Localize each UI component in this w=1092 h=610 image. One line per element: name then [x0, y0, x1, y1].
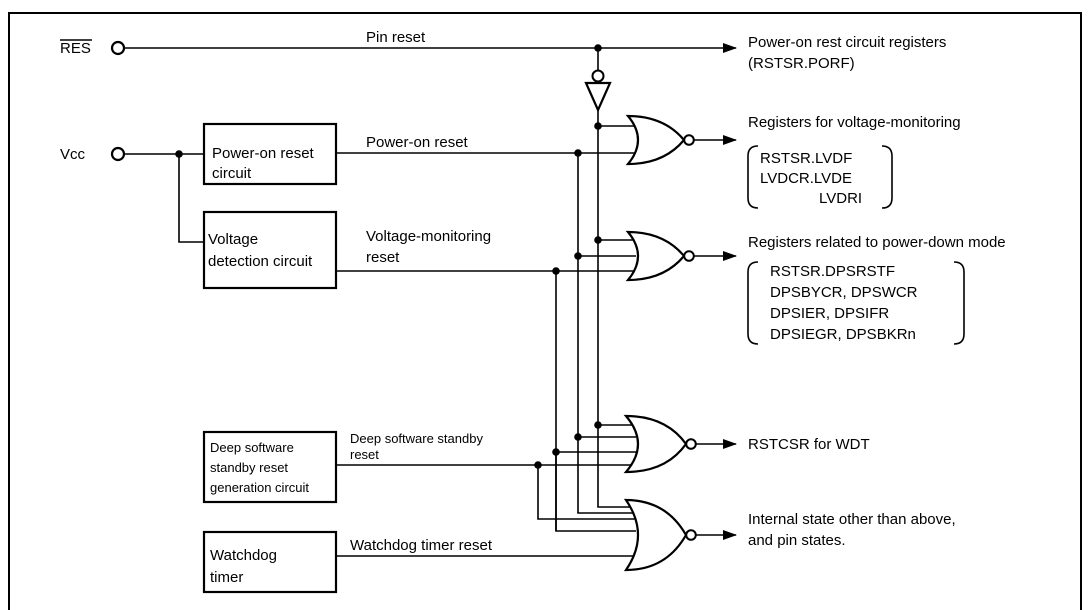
gate3-bubble [685, 438, 697, 450]
pd-registers-right-bracket [953, 261, 965, 345]
res-terminal: RES [60, 39, 126, 57]
vm-registers-title: Registers for voltage-monitoring [748, 114, 961, 131]
deep-standby-generation-block: Deep software standby reset generation c… [202, 430, 338, 504]
vcc-label: Vcc [60, 146, 86, 163]
vcc-terminal: Vcc [60, 146, 126, 163]
pd-registers-left-bracket [747, 261, 759, 345]
gate-voltage-monitoring [625, 114, 686, 166]
dss-reset-label-2: reset [350, 447, 379, 462]
wdt-reset-label: Watchdog timer reset [350, 537, 493, 554]
vm-reg-3: LVDRI [819, 190, 862, 207]
dssr-line2: standby reset [210, 460, 288, 475]
vm-registers-right-bracket [881, 145, 893, 209]
pd-registers-title: Registers related to power-down mode [748, 234, 1006, 251]
g4-in-pin [597, 425, 636, 508]
dss-to-internal-gate [537, 465, 636, 520]
wdt-line2: timer [210, 569, 243, 586]
vm-reg-1: RSTSR.LVDF [760, 150, 852, 167]
internal-state-line2: and pin states. [748, 532, 846, 549]
inverter-bubble [591, 69, 605, 83]
vm-reset-label-1: Voltage-monitoring [366, 228, 491, 245]
vcc-pin-circle [110, 146, 126, 162]
por-registers-line2: (RSTSR.PORF) [748, 55, 855, 72]
gate-rstcsr-wdt [623, 414, 688, 474]
por-registers-line1: Power-on rest circuit registers [748, 34, 946, 51]
vm-reset-label-2: reset [366, 249, 400, 266]
inverter-gate [584, 69, 612, 113]
power-on-reset-circuit-block: Power-on reset circuit [202, 122, 338, 186]
pd-reg-1: RSTSR.DPSRSTF [770, 263, 895, 280]
rstcsr-wdt-label: RSTCSR for WDT [748, 436, 870, 453]
dssr-line3: generation circuit [210, 480, 309, 495]
vcc-to-voltage-detection-wire [178, 154, 204, 243]
wdt-line1: Watchdog [210, 547, 277, 564]
gate-internal-state [623, 498, 688, 572]
diagram-frame [8, 12, 1082, 610]
res-label: RES [60, 40, 91, 57]
dssr-line1: Deep software [210, 440, 294, 455]
pin-reset-label: Pin reset [366, 29, 426, 46]
gate1-bubble [683, 134, 695, 146]
gate2-bubble [683, 250, 695, 262]
voltage-detection-circuit-block: Voltage detection circuit [202, 210, 338, 290]
vm-registers-left-bracket [747, 145, 759, 209]
por-circuit-line1: Power-on reset [212, 145, 315, 162]
watchdog-timer-block: Watchdog timer [202, 530, 338, 594]
gate4-bubble [685, 529, 697, 541]
inverter-triangle [584, 81, 612, 113]
internal-state-line1: Internal state other than above, [748, 511, 956, 528]
power-on-reset-label: Power-on reset [366, 134, 469, 151]
vm-reg-2: LVDCR.LVDE [760, 170, 852, 187]
pd-reg-2: DPSBYCR, DPSWCR [770, 284, 918, 301]
por-circuit-line2: circuit [212, 165, 252, 182]
pd-reg-3: DPSIER, DPSIFR [770, 305, 889, 322]
gate-power-down [625, 230, 686, 282]
vdc-line2: detection circuit [208, 253, 313, 270]
pd-reg-4: DPSIEGR, DPSBKRn [770, 326, 916, 343]
dss-reset-label-1: Deep software standby [350, 431, 483, 446]
g4-in-por [577, 437, 636, 514]
g4-in-vm [555, 452, 636, 532]
res-pin-circle [110, 40, 126, 56]
vdc-line1: Voltage [208, 231, 258, 248]
